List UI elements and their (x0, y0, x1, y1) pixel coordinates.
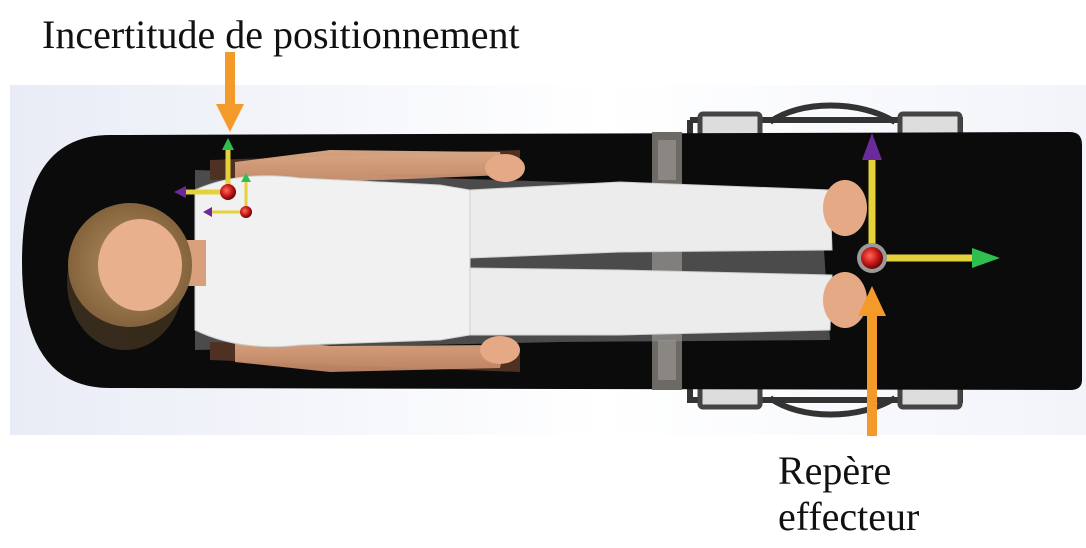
effector-label-line1: Repère (778, 448, 919, 494)
effector-label: Repère effecteur (778, 448, 919, 540)
effector-label-line2: effecteur (778, 494, 919, 540)
uncertainty-label: Incertitude de positionnement (42, 12, 520, 58)
